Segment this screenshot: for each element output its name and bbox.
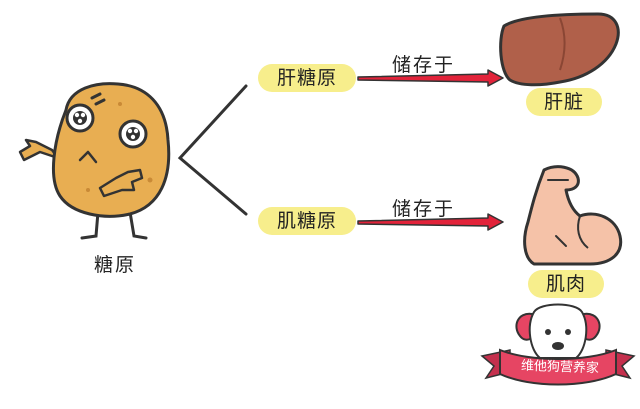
muscle-glycogen-pill: 肌糖原 — [258, 207, 356, 235]
watermark-text: 维他狗营养家 — [520, 358, 600, 377]
liver-relation-label: 储存于 — [392, 54, 456, 76]
liver-icon — [499, 12, 620, 87]
glycogen-mascot-icon — [18, 82, 171, 240]
muscle-target-pill: 肌肉 — [528, 270, 604, 298]
arrow-to-liver — [357, 69, 504, 87]
liver-target-pill: 肝脏 — [526, 88, 602, 116]
watermark-logo-icon — [480, 303, 636, 386]
arrow-to-muscle — [357, 213, 504, 231]
muscle-relation-label: 储存于 — [392, 198, 456, 220]
branch-lines — [177, 84, 248, 216]
muscle-arm-icon — [523, 165, 623, 266]
glycogen-label: 糖原 — [94, 254, 137, 276]
liver-glycogen-pill: 肝糖原 — [258, 64, 356, 92]
